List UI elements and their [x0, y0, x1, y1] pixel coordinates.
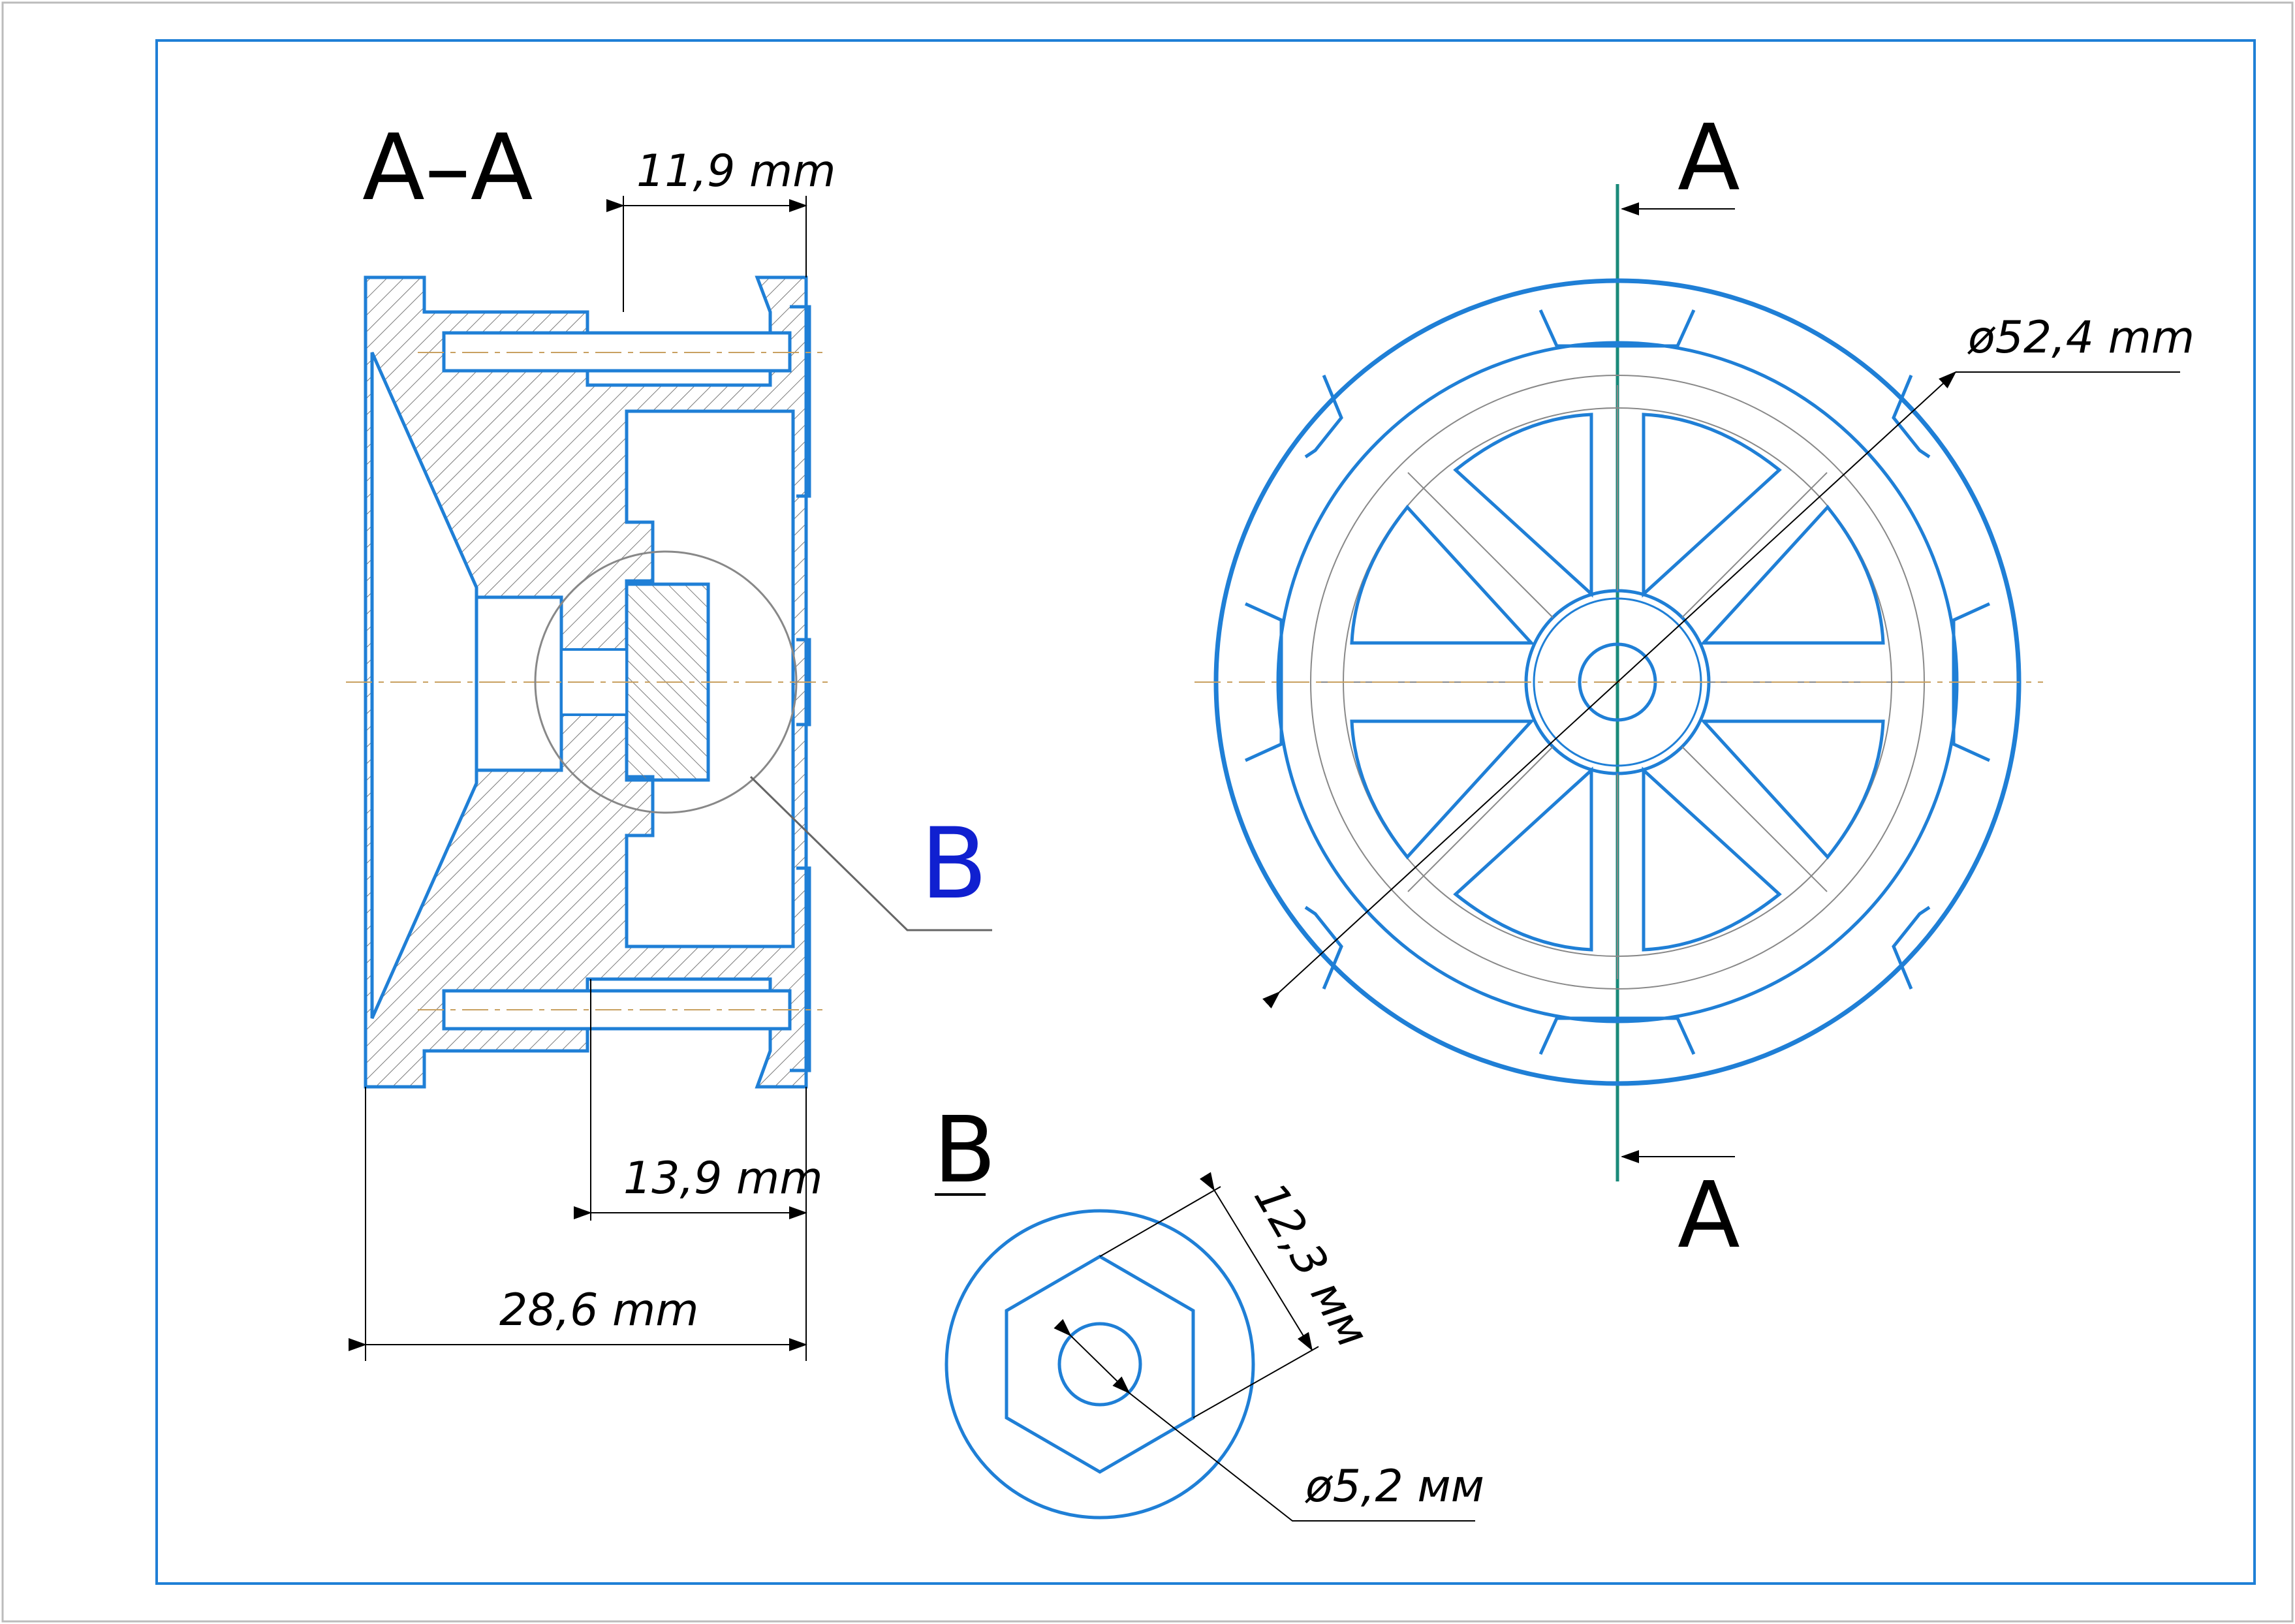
- dim-outer-diameter: ø52,4 mm: [1967, 312, 2194, 364]
- section-cone-cavity: [370, 351, 478, 1020]
- detail-outer-circle: [945, 1209, 1255, 1520]
- detail-view-b: B 12,3 мм ø5,2 мм: [933, 1097, 1484, 1522]
- detail-b-circle: [534, 550, 798, 814]
- dim-diameter-line: [1262, 371, 1957, 1008]
- section-title: A–A: [362, 115, 533, 221]
- section-view-a-a: A–A B 11,9 mm 13,9 mm: [346, 115, 992, 1361]
- detail-b-label: B: [920, 807, 988, 921]
- detail-b-leader: [749, 775, 992, 931]
- detail-hexagon: [1005, 1255, 1195, 1474]
- dim-hex-across-flats: 12,3 мм: [1243, 1174, 1378, 1356]
- detail-view-title: B: [933, 1097, 996, 1204]
- cut-label-bottom: A: [1678, 1163, 1740, 1269]
- dim-bore-line: [1054, 1319, 1131, 1394]
- cut-label-top: A: [1678, 105, 1740, 211]
- dim-bore-diameter: ø5,2 мм: [1305, 1461, 1484, 1512]
- front-view-wheel: A A: [1194, 105, 2194, 1269]
- dim-hex-ext-bottom: [1193, 1346, 1319, 1418]
- dim-top-width: 11,9 mm: [636, 146, 836, 197]
- dim-inner-width: 13,9 mm: [623, 1153, 823, 1204]
- dim-hex-line: [1199, 1172, 1313, 1351]
- dim-bore-leader: [1129, 1392, 1475, 1522]
- drawing-frame: [155, 39, 2256, 1585]
- dim-hex-ext-top: [1099, 1186, 1221, 1257]
- dim-total-width: 28,6 mm: [499, 1285, 699, 1336]
